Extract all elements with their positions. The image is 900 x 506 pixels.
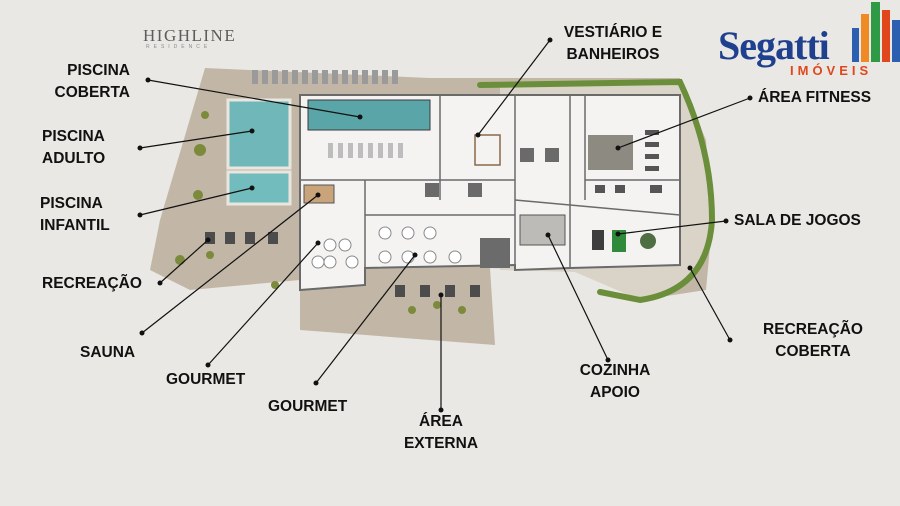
label-gourmet-2: GOURMET <box>268 398 348 415</box>
highline-logo: HIGHLINE <box>143 26 237 45</box>
stair <box>474 134 501 166</box>
hedge <box>477 78 716 304</box>
label-sala-de-jogos: SALA DE JOGOS <box>734 212 861 229</box>
game-round-table <box>640 233 656 249</box>
label-area-fitness: ÁREA FITNESS <box>758 89 872 106</box>
pool-table <box>612 230 626 252</box>
outdoor-furniture <box>205 232 480 297</box>
loungers-top <box>252 70 398 84</box>
segatti-logo-bars <box>852 2 900 62</box>
piscina-adulto-pool <box>226 98 292 170</box>
label-gourmet-1: GOURMET <box>166 371 246 388</box>
label-sauna: SAUNA <box>80 344 136 361</box>
kitchen-counter <box>480 238 510 268</box>
highline-logo-sub: RESIDENCE <box>146 44 212 50</box>
leader-lines <box>139 39 751 410</box>
segatti-logo-text: Segatti <box>718 23 830 68</box>
piscina-coberta-pool <box>307 99 431 131</box>
outdoor-shrubs <box>175 111 466 314</box>
kitchen-room <box>519 214 566 246</box>
piscina-infantil-pool <box>226 170 292 206</box>
fitness-machines <box>595 130 662 193</box>
segatti-logo-sub: IMÓVEIS <box>790 63 873 78</box>
label-recreacao: RECREAÇÃO <box>42 275 142 292</box>
game-table <box>592 230 604 250</box>
fitness-floor <box>588 135 633 170</box>
interior-walls <box>300 95 681 270</box>
leader-dots <box>137 37 753 413</box>
loungers-inner <box>328 143 403 158</box>
elevator-core <box>425 148 559 197</box>
